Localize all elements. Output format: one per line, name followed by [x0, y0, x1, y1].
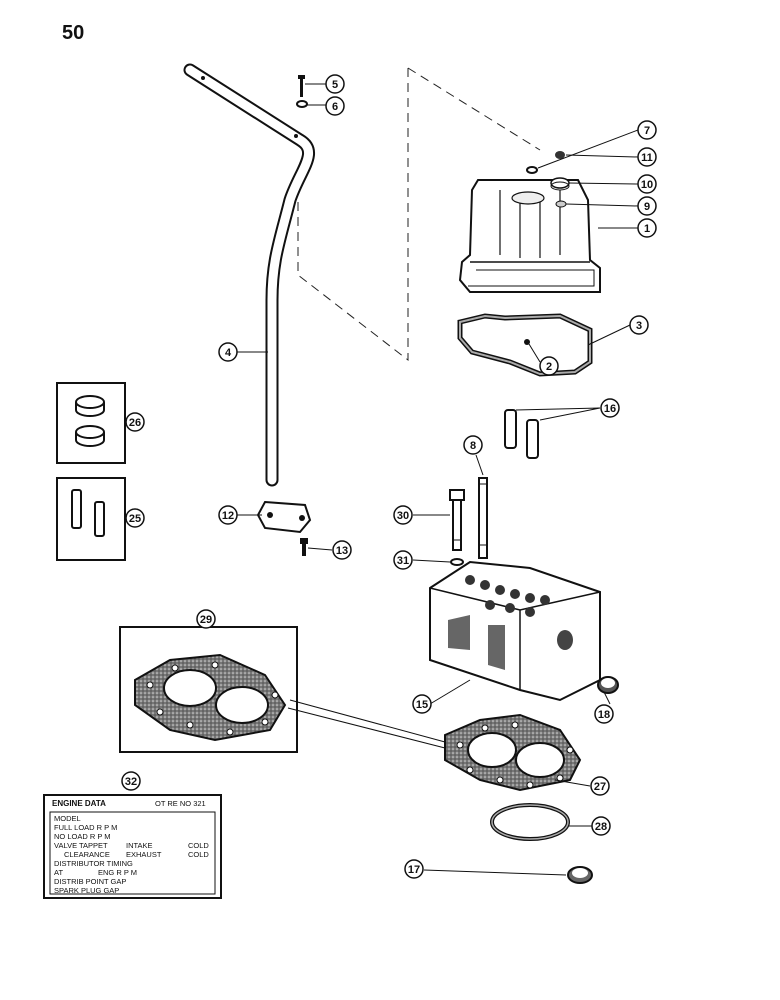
svg-text:VALVE TAPPET: VALVE TAPPET: [54, 841, 108, 850]
svg-text:NO LOAD R P M: NO LOAD R P M: [54, 832, 111, 841]
kit-pointer-line: [287, 699, 446, 749]
svg-text:MODEL: MODEL: [54, 814, 81, 823]
svg-text:12: 12: [222, 510, 234, 522]
callout-6: 6: [325, 96, 345, 116]
washer-part: [450, 558, 464, 566]
svg-text:9: 9: [644, 201, 650, 213]
svg-text:CLEARANCE: CLEARANCE: [64, 850, 110, 859]
svg-text:2: 2: [546, 361, 552, 373]
callout-11: 11: [637, 147, 657, 167]
head-gasket-part: [444, 713, 582, 792]
svg-text:ENG R P M: ENG R P M: [98, 868, 137, 877]
svg-text:6: 6: [332, 101, 338, 113]
svg-text:16: 16: [604, 403, 616, 415]
cover-gasket-part: [457, 313, 593, 377]
callout-15: 15: [412, 694, 432, 714]
svg-text:13: 13: [336, 545, 348, 557]
svg-text:SPARK PLUG GAP: SPARK PLUG GAP: [54, 886, 119, 895]
callout-12: 12: [218, 505, 238, 525]
leader-lines: [125, 83, 639, 876]
callout-2: 2: [539, 356, 559, 376]
svg-text:COLD: COLD: [188, 850, 209, 859]
svg-text:AT: AT: [54, 868, 63, 877]
callout-3: 3: [629, 315, 649, 335]
svg-text:DISTRIBUTOR TIMING: DISTRIBUTOR TIMING: [54, 859, 133, 868]
valve-cover-part: [458, 179, 601, 293]
cover-plate-part: [256, 500, 312, 534]
svg-text:32: 32: [125, 776, 137, 788]
valve-guide-part: [504, 409, 539, 459]
assembly-dashed-line: [297, 67, 541, 362]
kit-box-guides: [56, 477, 126, 561]
svg-text:1: 1: [644, 223, 650, 235]
kit-box-gasket: [119, 626, 298, 753]
callout-18: 18: [594, 704, 614, 724]
svg-text:29: 29: [200, 614, 212, 626]
svg-text:11: 11: [641, 152, 653, 164]
svg-text:INTAKE: INTAKE: [126, 841, 153, 850]
svg-text:7: 7: [644, 125, 650, 137]
breather-tube-part: [183, 63, 316, 487]
washer-part: [526, 166, 538, 174]
bolt-part: [449, 489, 465, 551]
callout-30: 30: [393, 505, 413, 525]
callout-5: 5: [325, 74, 345, 94]
svg-text:28: 28: [595, 821, 607, 833]
screw-part: [296, 75, 308, 108]
svg-text:25: 25: [129, 513, 141, 525]
svg-text:EXHAUST: EXHAUST: [126, 850, 162, 859]
svg-text:17: 17: [408, 864, 420, 876]
svg-text:8: 8: [470, 440, 476, 452]
callout-16: 16: [600, 398, 620, 418]
callout-9: 9: [637, 196, 657, 216]
svg-text:18: 18: [598, 709, 610, 721]
callout-32: 32: [121, 771, 141, 791]
callout-8: 8: [463, 435, 483, 455]
nut-part: [555, 151, 565, 159]
svg-text:FULL LOAD R P M: FULL LOAD R P M: [54, 823, 117, 832]
callout-25: 25: [125, 508, 145, 528]
expansion-plug-part: [597, 676, 619, 694]
callout-4: 4: [218, 342, 238, 362]
callout-13: 13: [332, 540, 352, 560]
svg-text:15: 15: [416, 699, 428, 711]
svg-text:DISTRIB POINT GAP: DISTRIB POINT GAP: [54, 877, 126, 886]
callout-29: 29: [196, 609, 216, 629]
svg-text:4: 4: [225, 347, 232, 359]
svg-text:26: 26: [129, 417, 141, 429]
callout-17: 17: [404, 859, 424, 879]
kit-box-bushings: [56, 382, 126, 464]
svg-text:10: 10: [641, 179, 653, 191]
svg-text:5: 5: [332, 79, 338, 91]
stud-part: [478, 477, 488, 559]
svg-text:27: 27: [594, 781, 606, 793]
plug-part: [567, 866, 593, 884]
callout-31: 31: [393, 550, 413, 570]
engine-data-plate: ENGINE DATA OT RE NO 321 MODEL FULL LOAD…: [43, 794, 222, 899]
callout-7: 7: [637, 120, 657, 140]
callout-1: 1: [637, 218, 657, 238]
svg-text:3: 3: [636, 320, 642, 332]
callout-26: 26: [125, 412, 145, 432]
callout-28: 28: [591, 816, 611, 836]
callout-10: 10: [637, 174, 657, 194]
callout-27: 27: [590, 776, 610, 796]
page-number: 50: [62, 22, 85, 44]
plate-title: ENGINE DATA: [52, 799, 106, 808]
svg-text:COLD: COLD: [188, 841, 209, 850]
plate-part-no: OT RE NO 321: [155, 799, 206, 808]
svg-text:31: 31: [397, 555, 409, 567]
svg-text:30: 30: [397, 510, 409, 522]
cylinder-head-part: [429, 560, 601, 702]
screw-part: [300, 538, 308, 556]
washer-part: [555, 200, 567, 208]
